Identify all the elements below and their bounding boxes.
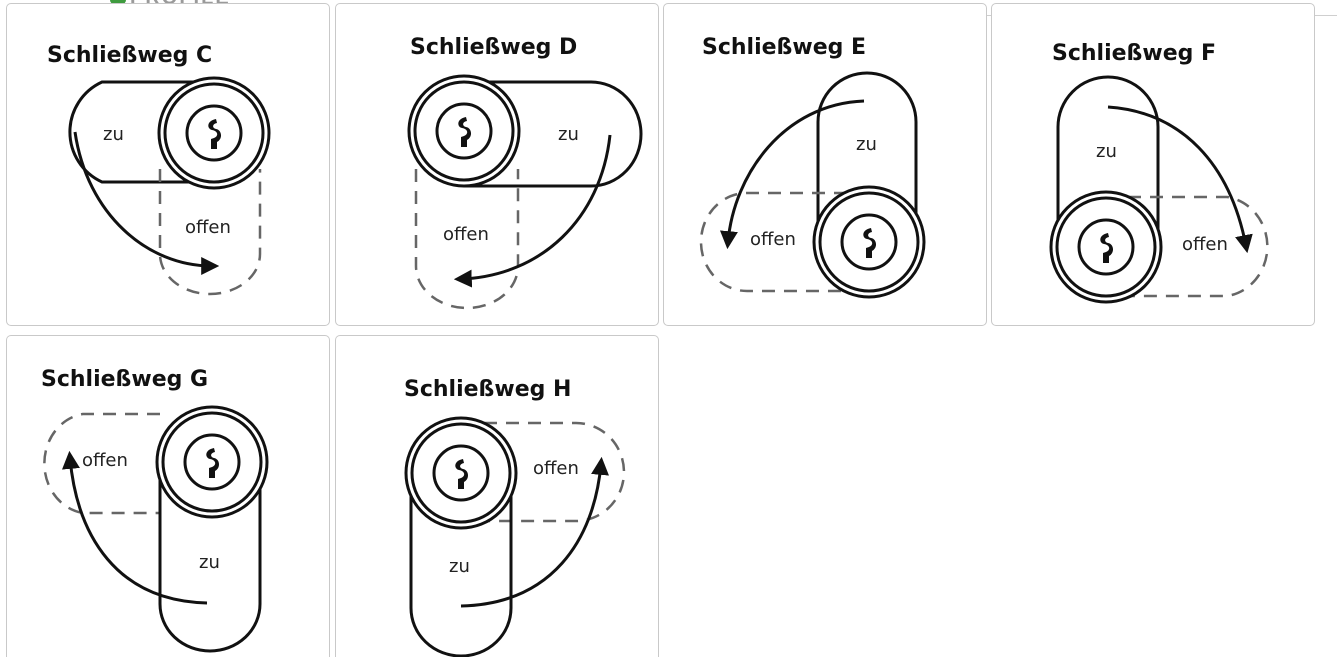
zu-label: zu <box>856 134 877 155</box>
locking-direction-card-d[interactable]: Schließweg D zu offen <box>335 3 659 326</box>
rotation-arrow <box>460 456 609 608</box>
offen-label: offen <box>185 217 231 238</box>
logo-leaf-icon <box>110 0 126 4</box>
closed-position-shape <box>68 80 204 184</box>
locking-diagram-d: Schließweg D zu offen <box>407 35 643 310</box>
locking-direction-card-c[interactable]: Schließweg C zu offen <box>6 3 330 326</box>
cylinder-icon <box>157 76 271 190</box>
card-title: Schließweg H <box>404 377 571 402</box>
zu-label: zu <box>199 552 220 573</box>
rotation-arrow <box>62 450 208 605</box>
open-position-shape <box>1106 195 1269 298</box>
zu-label: zu <box>1096 141 1117 162</box>
open-position-shape <box>462 421 626 523</box>
offen-label: offen <box>533 458 579 479</box>
cylinder-icon <box>812 185 926 299</box>
cylinder-icon <box>404 416 518 530</box>
open-position-shape <box>414 169 520 310</box>
zu-label: zu <box>449 556 470 577</box>
locking-diagram-c: Schließweg C zu offen <box>47 43 271 296</box>
locking-diagram-g: Schließweg G offen zu <box>41 367 269 653</box>
offen-label: offen <box>443 224 489 245</box>
cylinder-icon <box>407 74 521 188</box>
card-title: Schließweg F <box>1052 41 1216 66</box>
rotation-arrow <box>1107 105 1253 254</box>
locking-direction-card-f[interactable]: Schließweg F zu offen <box>991 3 1315 326</box>
closed-position-shape <box>464 80 643 188</box>
cylinder-icon <box>1049 190 1163 304</box>
rotation-arrow <box>73 131 220 275</box>
offen-label: offen <box>82 450 128 471</box>
locking-diagram-f: Schließweg F zu offen <box>1049 41 1269 304</box>
card-title: Schließweg D <box>410 35 577 60</box>
closed-position-shape <box>816 71 918 254</box>
open-position-shape <box>158 169 262 296</box>
offen-label: offen <box>750 229 796 250</box>
locking-direction-card-e[interactable]: Schließweg E zu offen <box>663 3 987 326</box>
locking-direction-card-h[interactable]: Schließweg H offen zu <box>335 335 659 657</box>
closed-position-shape <box>158 461 262 653</box>
closed-position-shape <box>409 471 513 657</box>
card-title: Schließweg C <box>47 43 212 68</box>
locking-diagram-e: Schließweg E zu offen <box>699 35 926 299</box>
card-title: Schließweg E <box>702 35 866 60</box>
locking-direction-card-g[interactable]: Schließweg G offen zu <box>6 335 330 657</box>
card-title: Schließweg G <box>41 367 208 392</box>
zu-label: zu <box>558 124 579 145</box>
offen-label: offen <box>1182 234 1228 255</box>
zu-label: zu <box>103 124 124 145</box>
closed-position-shape <box>1056 75 1160 259</box>
open-position-shape <box>43 412 160 515</box>
cylinder-icon <box>155 405 269 519</box>
locking-diagram-h: Schließweg H offen zu <box>404 377 626 657</box>
rotation-arrow <box>453 134 612 288</box>
rotation-arrow <box>719 99 865 250</box>
open-position-shape <box>699 191 869 293</box>
